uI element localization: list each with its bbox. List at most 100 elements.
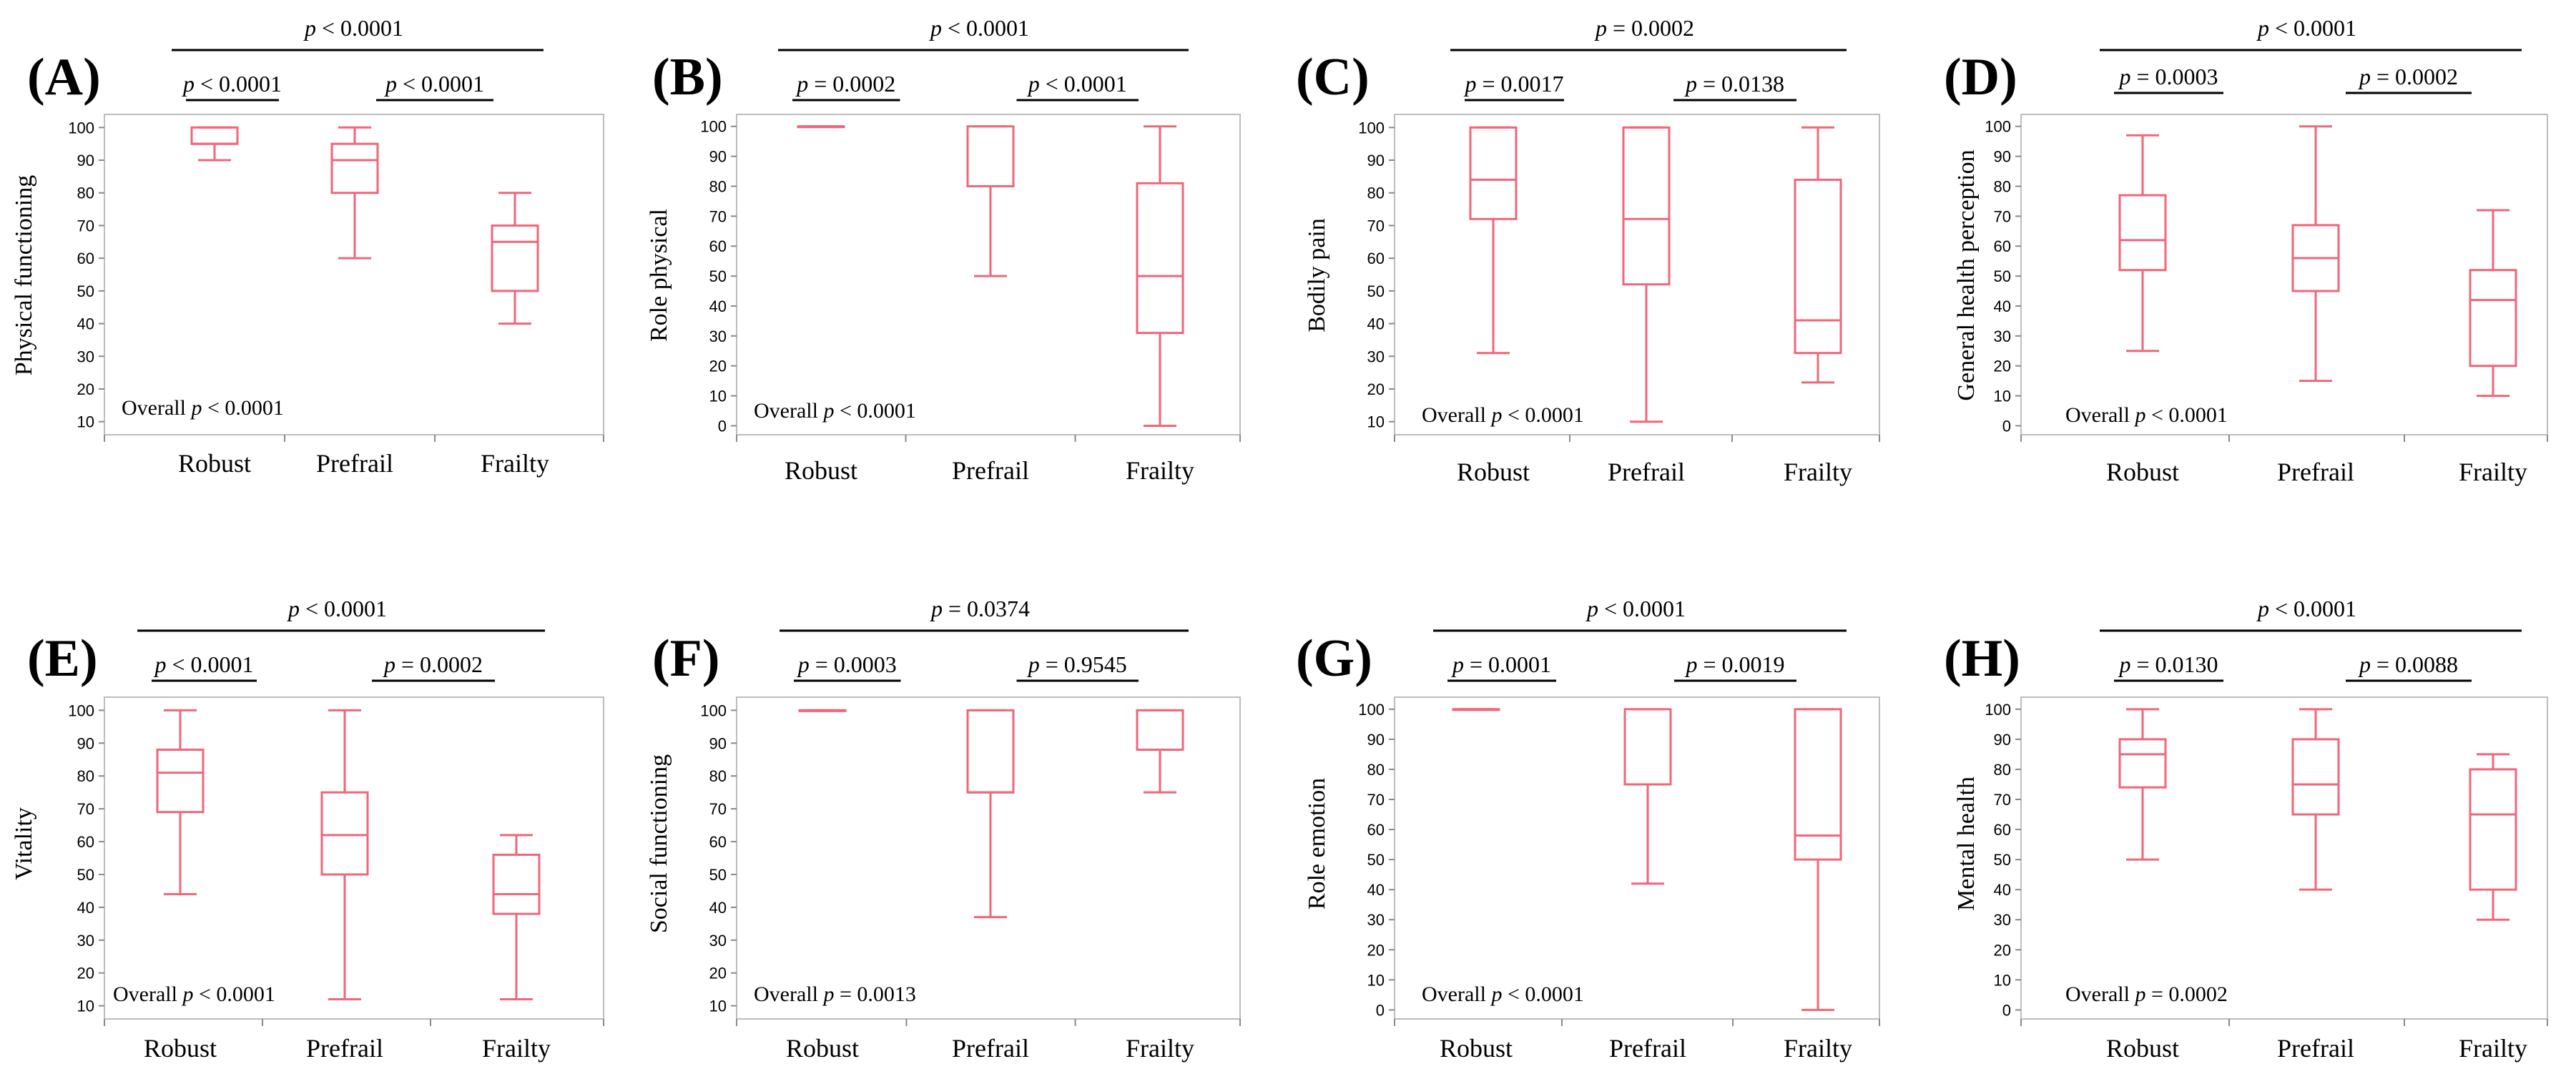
y-tick-label: 30 bbox=[1994, 911, 2011, 929]
box-frailty bbox=[492, 834, 541, 1000]
panel-label: (B) bbox=[652, 48, 723, 107]
y-tick-label: 50 bbox=[709, 866, 727, 884]
plot-frame bbox=[736, 696, 1241, 1020]
y-tick-label: 40 bbox=[77, 315, 94, 333]
y-tick-label: 50 bbox=[709, 267, 727, 285]
p-value-text: = 0.0138 bbox=[1697, 71, 1784, 97]
p-value-text: = 0.0002 bbox=[395, 651, 483, 677]
y-tick-label: 0 bbox=[2002, 417, 2011, 435]
y-tick-label: 40 bbox=[1994, 297, 2011, 315]
y-tick-label: 90 bbox=[1994, 148, 2011, 166]
x-category-label: Prefrail bbox=[316, 449, 393, 478]
p-value-text: < 0.0001 bbox=[1502, 403, 1583, 427]
y-tick-label: 20 bbox=[77, 965, 94, 982]
p-value-left: p = 0.0130 bbox=[2118, 651, 2218, 677]
y-tick-label: 60 bbox=[1994, 237, 2011, 255]
p-value-left: p = 0.0017 bbox=[1463, 71, 1563, 97]
box-robust bbox=[156, 709, 205, 896]
panel-label: (C) bbox=[1296, 48, 1370, 107]
box-iqr bbox=[1794, 178, 1842, 355]
y-tick-label: 30 bbox=[1367, 348, 1385, 365]
p-value-right: p = 0.0088 bbox=[2358, 651, 2458, 677]
y-tick-label: 10 bbox=[1367, 413, 1385, 431]
x-category-label: Prefrail bbox=[2277, 1034, 2354, 1063]
p-value-top: p = 0.0374 bbox=[930, 596, 1030, 621]
plot-frame bbox=[104, 696, 604, 1020]
y-tick-label: 10 bbox=[709, 997, 727, 1015]
y-tick-label: 70 bbox=[709, 800, 727, 818]
p-value-text: = 0.0017 bbox=[1476, 71, 1563, 97]
y-tick-label: 100 bbox=[68, 701, 94, 719]
plot-frame bbox=[2020, 114, 2548, 435]
box-iqr bbox=[2469, 768, 2517, 891]
box-iqr bbox=[1469, 126, 1518, 220]
y-tick-label: 70 bbox=[1367, 217, 1385, 235]
y-tick-label: 0 bbox=[1376, 1001, 1385, 1019]
plot-frame bbox=[1394, 696, 1880, 1020]
p-value-right: p = 0.0019 bbox=[1684, 651, 1784, 677]
x-category-label: Prefrail bbox=[1609, 1034, 1686, 1063]
y-tick-label: 40 bbox=[1367, 881, 1385, 899]
box-prefrail bbox=[966, 709, 1015, 919]
y-tick-label: 100 bbox=[700, 701, 727, 719]
p-value-text: < 0.0001 bbox=[166, 651, 253, 677]
box-iqr bbox=[1622, 126, 1671, 286]
x-category-label: Frailty bbox=[1126, 456, 1194, 485]
y-tick-label: 80 bbox=[1367, 761, 1385, 779]
p-value-text: = 0.0002 bbox=[808, 71, 895, 97]
p-value-left: p = 0.0003 bbox=[797, 651, 897, 677]
box-robust bbox=[798, 709, 847, 712]
box-iqr bbox=[2291, 738, 2340, 816]
y-tick-label: 0 bbox=[2002, 1001, 2011, 1019]
p-value-right: p = 0.9545 bbox=[1027, 651, 1127, 677]
p-value-text: = 0.0001 bbox=[1464, 651, 1551, 677]
box-iqr bbox=[2118, 738, 2167, 789]
p-value-left: p = 0.0001 bbox=[1451, 651, 1551, 677]
y-tick-label: 70 bbox=[1994, 791, 2011, 809]
y-axis-label: Role physical bbox=[646, 209, 672, 342]
x-category-label: Prefrail bbox=[952, 456, 1029, 485]
y-tick-label: 80 bbox=[709, 177, 727, 195]
x-category-label: Robust bbox=[2106, 458, 2179, 486]
box-robust bbox=[2118, 708, 2167, 861]
y-tick-label: 20 bbox=[1367, 941, 1385, 959]
p-value-text: = 0.0002 bbox=[1607, 15, 1694, 41]
p-value-text: < 0.0001 bbox=[834, 399, 915, 423]
overall-p-value: Overall p < 0.0001 bbox=[2065, 403, 2228, 427]
box-iqr bbox=[1136, 182, 1184, 335]
box-iqr bbox=[330, 142, 379, 194]
p-value-text: < 0.0001 bbox=[942, 15, 1029, 41]
p-value-text: = 0.0003 bbox=[810, 651, 897, 677]
box-prefrail bbox=[1622, 126, 1671, 423]
p-value-right: p = 0.0138 bbox=[1684, 71, 1784, 97]
y-tick-label: 10 bbox=[77, 413, 94, 431]
box-frailty bbox=[2469, 209, 2517, 398]
x-category-label: Robust bbox=[1440, 1034, 1513, 1063]
p-value-right: p < 0.0001 bbox=[1027, 71, 1127, 97]
x-category-label: Frailty bbox=[1784, 1034, 1852, 1063]
x-category-label: Robust bbox=[144, 1034, 217, 1063]
y-axis-label: General health perception bbox=[1953, 149, 1980, 400]
box-iqr bbox=[966, 125, 1015, 187]
y-tick-label: 30 bbox=[77, 932, 94, 950]
panel-label: (G) bbox=[1296, 629, 1372, 688]
box-iqr bbox=[2469, 269, 2517, 368]
y-tick-label: 70 bbox=[709, 207, 727, 225]
y-tick-label: 90 bbox=[1367, 731, 1385, 749]
y-tick-label: 80 bbox=[1994, 177, 2011, 195]
y-tick-label: 10 bbox=[1994, 971, 2011, 989]
p-value-text: = 0.0013 bbox=[834, 982, 915, 1006]
y-tick-label: 90 bbox=[709, 734, 727, 752]
p-value-text: < 0.0001 bbox=[1040, 71, 1127, 97]
p-value-text: = 0.0019 bbox=[1697, 651, 1784, 677]
box-frailty bbox=[2469, 753, 2517, 921]
y-tick-label: 60 bbox=[1367, 821, 1385, 839]
box-frailty bbox=[491, 192, 539, 325]
y-tick-label: 20 bbox=[709, 965, 727, 982]
